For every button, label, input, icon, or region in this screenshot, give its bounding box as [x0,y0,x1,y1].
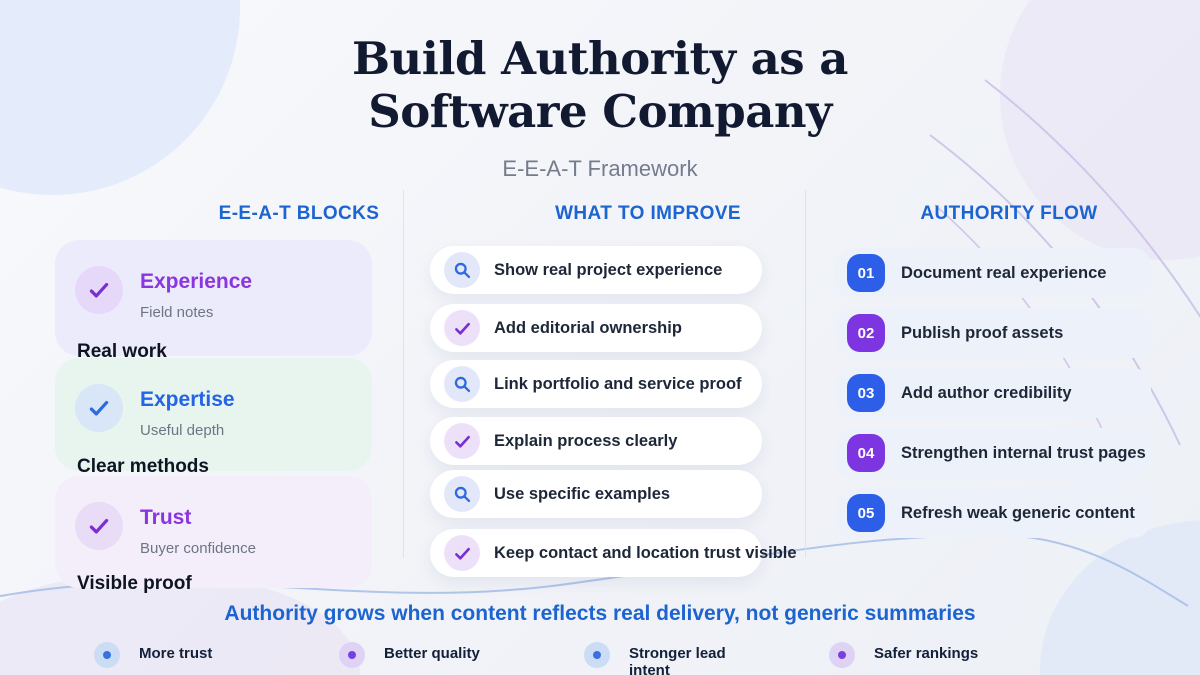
eeat-card-tag: Clear methods [77,456,209,477]
footer-tag-label: Better quality [384,645,480,662]
improve-item: Explain process clearly [430,417,762,465]
footer-tag-label: Safer rankings [874,645,979,662]
search-icon [444,252,480,288]
flow-step: 04 Strengthen internal trust pages [835,428,1151,478]
dot-icon [94,642,120,668]
eeat-card-trust: Trust Buyer confidence Visible proof [55,476,372,594]
step-number-badge: 01 [847,254,885,292]
footer-tag-safer-rankings: Safer rankings [829,640,978,668]
check-icon [75,384,123,432]
check-icon [444,310,480,346]
search-icon [444,366,480,402]
page-subtitle: E-E-A-T Framework [502,156,698,181]
flow-step: 03 Add author credibility [835,368,1151,418]
eeat-card-tag: Visible proof [77,573,192,594]
eeat-card-subtitle: Useful depth [140,422,225,439]
check-icon [75,266,123,314]
flow-step: 01 Document real experience [835,248,1151,298]
search-icon [444,476,480,512]
step-number-badge: 05 [847,494,885,532]
footer-tag-better-quality: Better quality [339,640,480,668]
step-number-badge: 04 [847,434,885,472]
footer-tag-stronger-lead-intent: Stronger lead intent [584,640,729,675]
footer-tag-label: Stronger lead intent [629,645,726,675]
eeat-card-title: Expertise [140,388,235,411]
check-icon [75,502,123,550]
dot-icon [339,642,365,668]
improve-item-label: Add editorial ownership [494,318,682,337]
eeat-card-subtitle: Field notes [140,304,214,321]
footer-tag-label: More trust [139,645,213,662]
improve-item-label: Keep contact and location trust visible [494,543,797,562]
flow-step-label: Refresh weak generic content [901,503,1135,522]
page-title-line2: Software Company [368,85,832,138]
flow-step: 05 Refresh weak generic content [835,488,1151,538]
eeat-card-expertise: Expertise Useful depth Clear methods [55,358,372,477]
dot-icon [829,642,855,668]
flow-step: 02 Publish proof assets [835,308,1151,358]
background-blob-bottom-right [1040,520,1200,675]
improve-item-label: Explain process clearly [494,431,678,450]
page-title: Build Authority as a Software Company [0,32,1200,138]
improve-item: Link portfolio and service proof [430,360,762,408]
step-number-badge: 03 [847,374,885,412]
step-number-badge: 02 [847,314,885,352]
column-header-eeat-blocks: E-E-A-T BLOCKS [218,203,380,224]
flow-step-label: Add author credibility [901,383,1072,402]
improve-item: Keep contact and location trust visible [430,529,797,577]
eeat-card-title: Experience [140,270,253,293]
dot-icon [584,642,610,668]
column-header-what-to-improve: WHAT TO IMPROVE [555,203,741,224]
improve-item-label: Use specific examples [494,484,671,503]
eeat-card-experience: Experience Field notes Real work [55,240,372,362]
eeat-card-title: Trust [140,506,192,529]
check-icon [444,535,480,571]
footer-tag-more-trust: More trust [94,640,212,668]
page-title-line1: Build Authority as a [352,32,848,85]
improve-item: Use specific examples [430,470,762,518]
flow-step-label: Strengthen internal trust pages [901,443,1146,462]
improve-item: Show real project experience [430,246,762,294]
eeat-card-tag: Real work [77,341,167,362]
improve-item: Add editorial ownership [430,304,762,352]
flow-step-label: Publish proof assets [901,323,1064,342]
footer-statement: Authority grows when content reflects re… [224,602,976,625]
check-icon [444,423,480,459]
improve-item-label: Show real project experience [494,260,723,279]
column-divider-right [805,190,806,558]
eeat-card-subtitle: Buyer confidence [140,540,256,557]
flow-step-label: Document real experience [901,263,1107,282]
column-divider-left [403,190,404,558]
column-header-authority-flow: AUTHORITY FLOW [920,203,1098,224]
improve-item-label: Link portfolio and service proof [494,374,742,393]
